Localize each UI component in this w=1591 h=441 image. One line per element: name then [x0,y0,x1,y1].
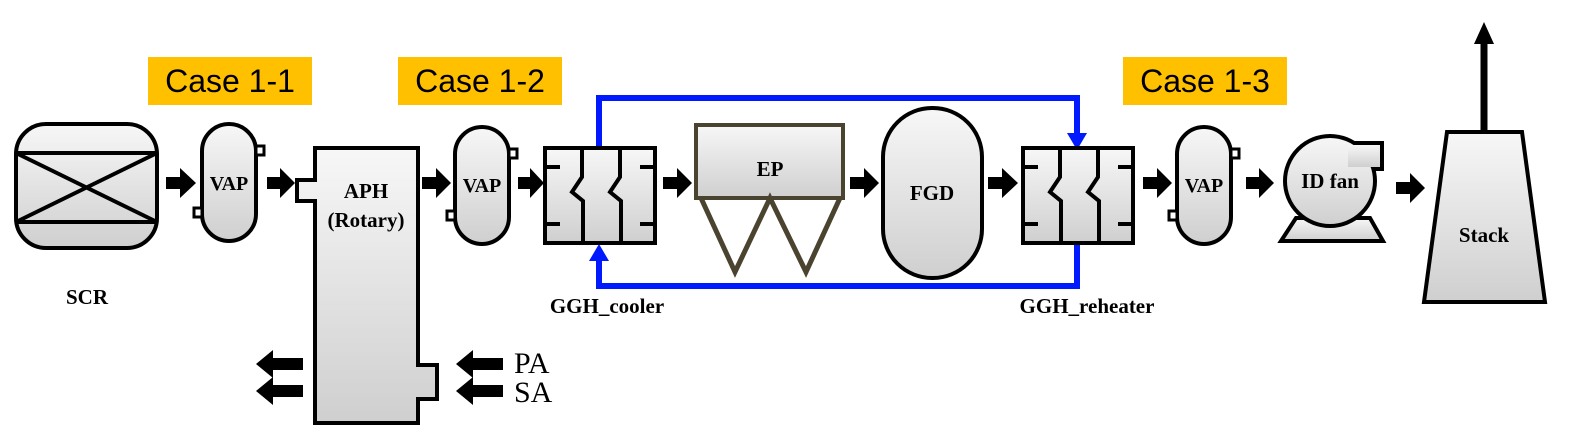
vap-nozzle [1167,209,1179,222]
loop-upper-line [596,95,1080,148]
pa-label: PA [514,347,550,380]
case-label-1-2: Case 1-2 [398,57,562,105]
air-streams: PA SA [256,347,553,409]
flow-arrow-icon [518,168,544,198]
vap-nozzle [192,206,204,219]
vap-vessel [453,125,511,246]
ggh-cooler [543,146,657,245]
vap-vessel [1175,125,1233,246]
sa-inlet-arrow-icon [456,377,503,405]
case-label-text: Case 1-3 [1140,63,1270,99]
flow-arrow-icon [422,168,451,198]
aph-rotary: APH (Rotary) [295,146,439,425]
ggh-cooler-box [543,146,657,245]
stack: Stack [1421,22,1548,304]
case-label-1-3: Case 1-3 [1123,57,1287,105]
vap-1: VAP [192,122,266,243]
vap-2: VAP [445,125,519,246]
vap-label: VAP [463,175,502,197]
loop-arrowhead-icon [589,244,609,261]
sa-label: SA [514,376,553,409]
ggh-zigzag-line [569,148,585,243]
ep-precipitator: EP [694,123,845,278]
flow-arrow-icon [663,168,692,198]
ep-hopper-outline [698,192,843,278]
ggh-zigzag-line [1085,148,1101,243]
scr-reactor [14,122,159,250]
id-fan-label: ID fan [1301,169,1359,193]
loop-arrowhead-icon [1067,133,1087,150]
case-highlight-box [148,57,312,105]
flow-arrow-icon [1246,168,1274,198]
pa-inlet-arrow-icon [456,350,503,378]
case-label-1-1: Case 1-1 [148,57,312,105]
damper-x-icon [15,151,158,224]
ep-label: EP [757,157,784,181]
ggh-cooler-label: GGH_cooler [550,294,664,318]
stack-label: Stack [1459,223,1509,247]
stack-body [1421,130,1548,304]
vap-nozzle [254,144,266,157]
case-highlight-box [1123,57,1287,105]
aph-body [295,146,439,425]
aph-sublabel: (Rotary) [328,208,405,232]
aph-label: APH [344,179,388,203]
flow-arrow-icon [988,168,1018,198]
fan-outlet-fill [1348,145,1378,167]
vap-nozzle [445,209,457,222]
loop-lower-line [596,243,1080,289]
vap-label: VAP [1185,175,1224,197]
flow-arrow-icon [166,168,196,198]
fgd-absorber: FGD [881,106,984,280]
vap-nozzle [507,147,519,160]
scr-label: SCR [66,285,109,309]
vap-vessel [200,122,258,243]
fgd-vessel [881,106,984,280]
ggh-reheater-box [1021,146,1135,245]
heat-exchanger-zigzag-icon [545,148,655,243]
vap-3: VAP [1167,125,1241,246]
vap-label: VAP [210,173,249,195]
flow-arrow-icon [1143,168,1172,198]
ggh-zigzag-line [1047,148,1063,243]
case-label-text: Case 1-2 [415,63,545,99]
ggh-recirculation-loop [589,95,1087,289]
fgd-label: FGD [910,181,954,205]
case-highlight-box [398,57,562,105]
flow-arrow-icon [267,168,295,198]
ggh-reheater [1021,146,1135,245]
exhaust-arrow-icon [1474,22,1494,44]
pa-outlet-arrow-icon [256,350,303,378]
vap-nozzle [1229,147,1241,160]
flow-arrow-icon [850,168,879,198]
case-label-text: Case 1-1 [165,63,295,99]
flow-arrow-icon [1396,173,1425,203]
ggh-reheater-label: GGH_reheater [1020,294,1155,318]
heat-exchanger-zigzag-icon [1023,148,1133,243]
sa-outlet-arrow-icon [256,377,303,405]
gas-flow-arrows [166,168,1425,203]
ggh-zigzag-line [607,148,623,243]
id-fan: ID fan [1277,134,1387,243]
